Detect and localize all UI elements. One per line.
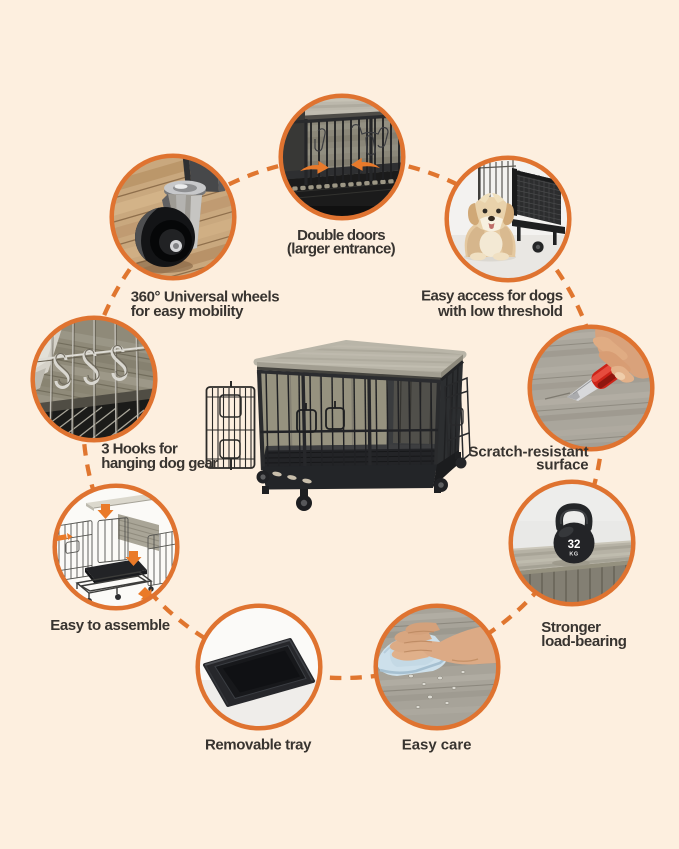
svg-text:surface: surface	[536, 457, 588, 474]
svg-text:Easy to assemble: Easy to assemble	[50, 617, 170, 634]
svg-text:hanging dog gear: hanging dog gear	[101, 455, 218, 472]
svg-text:KG: KG	[569, 552, 578, 558]
svg-text:for easy mobility: for easy mobility	[131, 303, 244, 320]
svg-text:Stronger: Stronger	[541, 619, 601, 636]
svg-text:(larger entrance): (larger entrance)	[287, 241, 396, 258]
svg-text:360° Universal wheels: 360° Universal wheels	[131, 289, 280, 306]
svg-text:load-bearing: load-bearing	[541, 633, 626, 650]
svg-text:with low threshold: with low threshold	[437, 303, 563, 320]
svg-text:Easy access for dogs: Easy access for dogs	[421, 288, 563, 305]
svg-text:Double doors: Double doors	[297, 227, 385, 244]
svg-text:Scratch-resistant: Scratch-resistant	[469, 443, 589, 460]
svg-text:3 Hooks for: 3 Hooks for	[101, 441, 178, 458]
svg-text:Removable tray: Removable tray	[205, 737, 312, 754]
svg-text:Easy care: Easy care	[402, 737, 472, 754]
svg-text:32: 32	[568, 539, 581, 551]
